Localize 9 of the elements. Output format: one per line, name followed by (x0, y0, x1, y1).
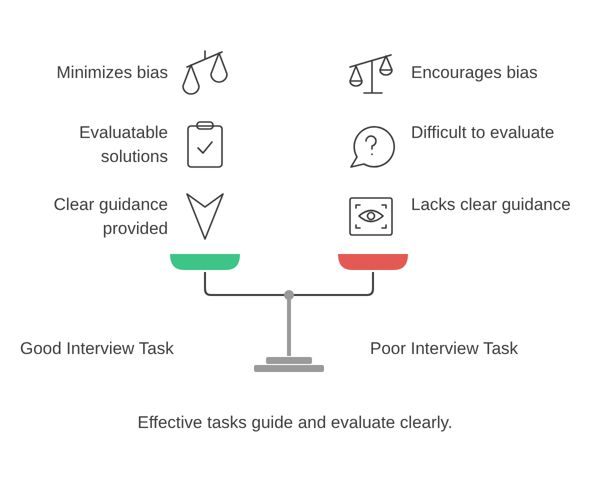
item-label: Lacks clear guidance (411, 194, 571, 216)
item-label: Encourages bias (411, 62, 539, 84)
item-label: Minimizes bias (56, 62, 168, 84)
item-label: Poor Interview Task (370, 338, 520, 360)
item-label: Evaluatable solutions (78, 122, 168, 168)
caption: Effective tasks guide and evaluate clearly. (136, 412, 454, 434)
item-label: Difficult to evaluate (411, 122, 556, 144)
item-label: Good Interview Task (20, 338, 175, 360)
item-label: Clear guidance provided (52, 194, 168, 240)
